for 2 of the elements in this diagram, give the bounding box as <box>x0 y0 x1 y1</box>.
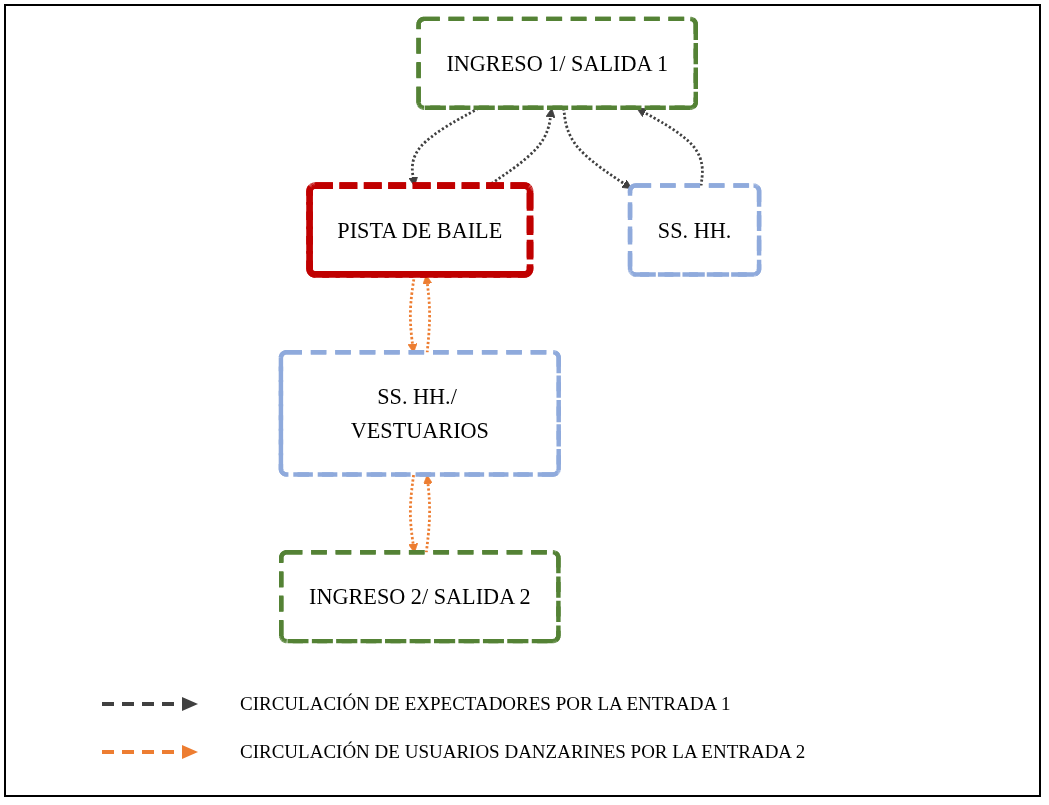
legend-text: CIRCULACIÓN DE EXPECTADORES POR LA ENTRADA 1 <box>240 693 731 715</box>
legend-text: CIRCULACIÓN DE USUARIOS DANZARINES POR LA ENTRADA 2 <box>240 741 806 763</box>
